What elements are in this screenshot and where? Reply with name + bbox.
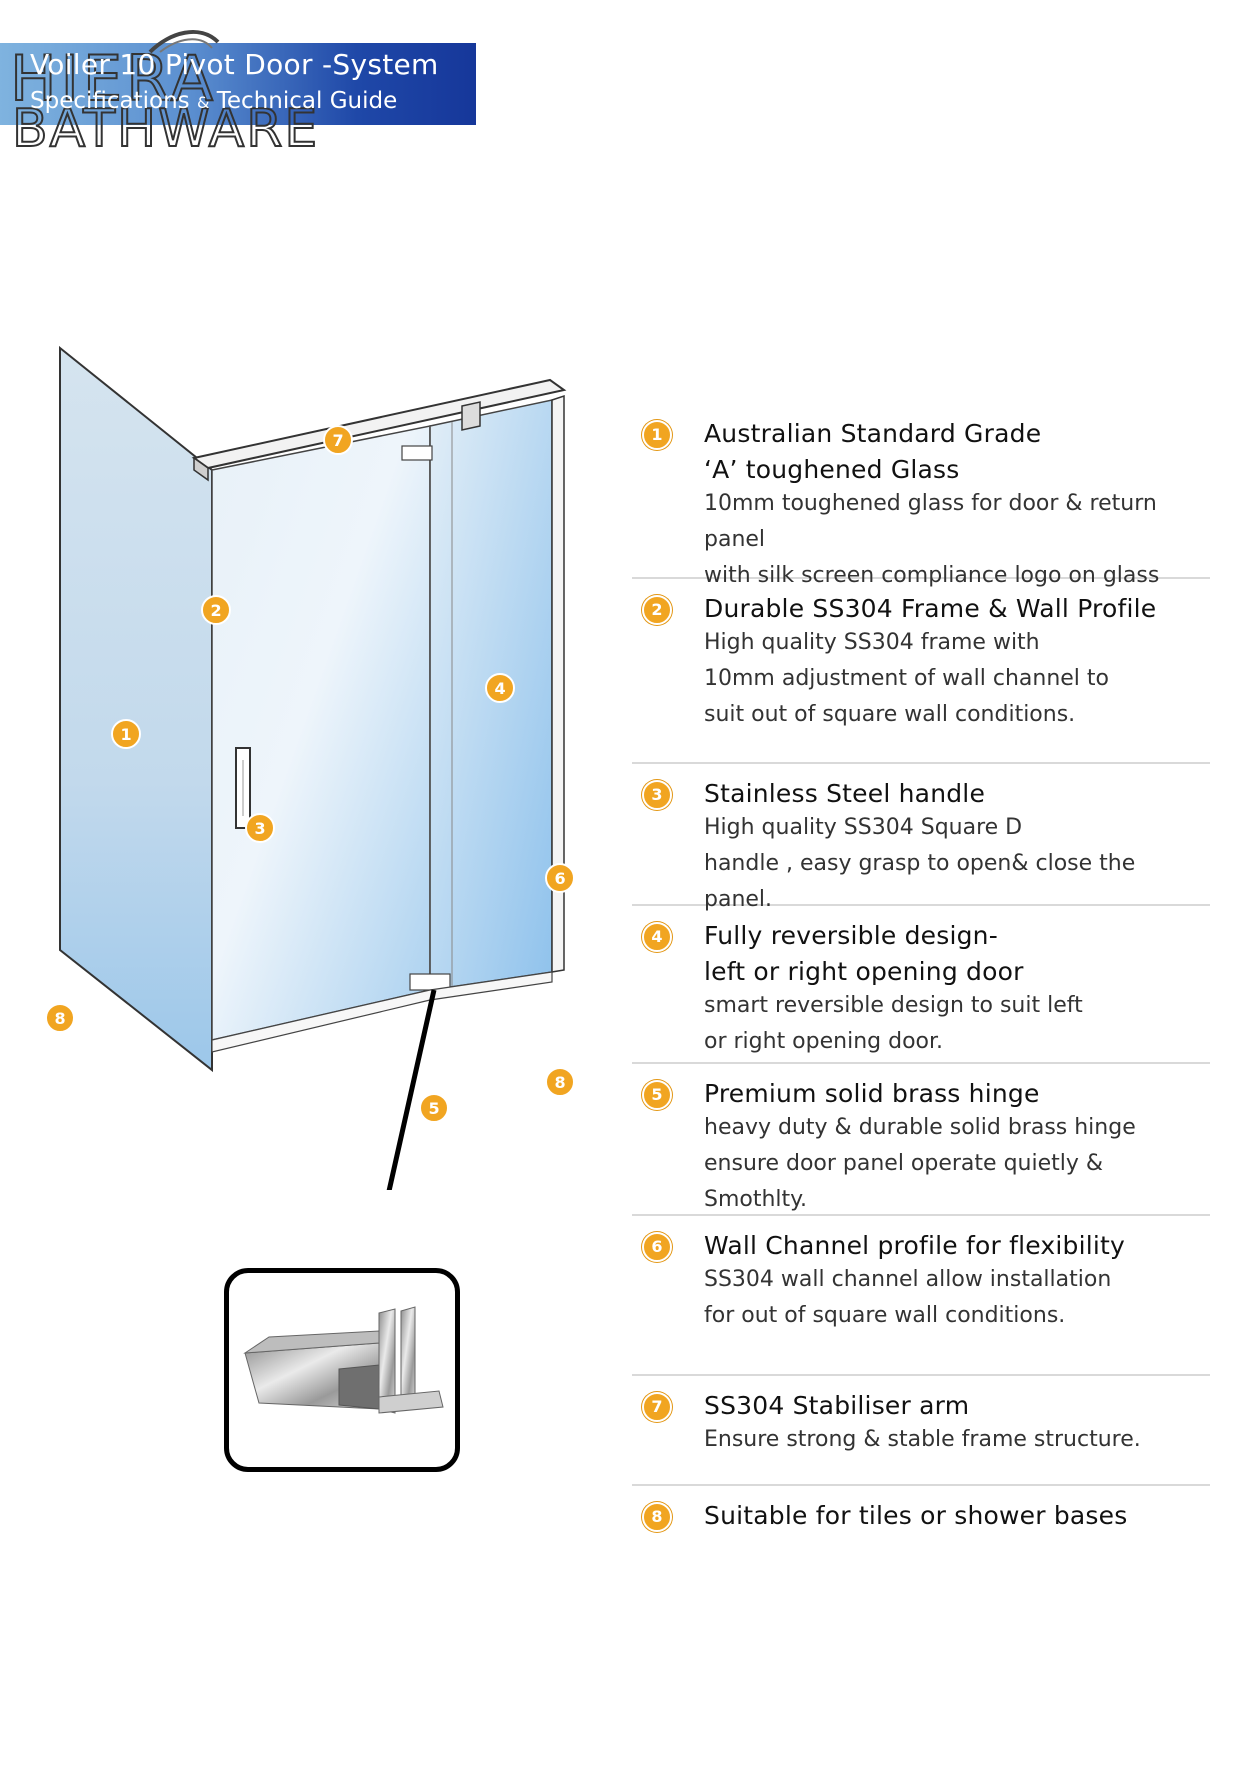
feature-description: Ensure strong & stable frame structure. — [704, 1427, 1141, 1452]
document-subtitle: Specifications & Technical Guide — [30, 88, 397, 114]
return-glass-panel — [59, 345, 213, 1073]
feature-item-7: 7 SS304 Stabiliser arm Ensure strong & s… — [632, 1376, 1210, 1486]
callout-circle-3 — [245, 813, 275, 843]
callout-badge-4: 4 — [485, 673, 515, 703]
hinge-slot — [338, 1364, 380, 1410]
feature-description: heavy duty & durable solid brass hinge e… — [704, 1115, 1136, 1212]
feature-number-badge: 5 — [642, 1080, 672, 1110]
header-banner — [0, 43, 476, 125]
callout-label-2: 2 — [210, 601, 221, 620]
logo-line-1: HIERA — [10, 42, 217, 115]
callout-circle-8-left — [45, 1003, 75, 1033]
callout-label-8-right: 8 — [554, 1073, 565, 1092]
callout-badge-5: 5 — [419, 1093, 449, 1123]
hinge-inset — [224, 1268, 460, 1472]
callout-circle-8-right — [545, 1067, 575, 1097]
callout-circle-1 — [111, 719, 141, 749]
callout-label-6: 6 — [554, 869, 565, 888]
wall-channel — [551, 394, 565, 973]
feature-description: High quality SS304 frame with 10mm adjus… — [704, 630, 1109, 727]
hinge-fin-1 — [378, 1308, 396, 1414]
callout-badge-1: 1 — [111, 719, 141, 749]
corner-clamp — [193, 456, 209, 482]
hinge-inset-image — [243, 1306, 444, 1414]
document-title: Voiler 10 Pivot Door -System — [30, 48, 439, 81]
callout-label-5: 5 — [428, 1099, 439, 1118]
subtitle-part-2: Technical Guide — [216, 88, 398, 114]
subtitle-ampersand: & — [196, 93, 210, 112]
door-glass-panel — [211, 425, 431, 1041]
callout-badges: 1 2 3 4 5 6 7 8 — [45, 425, 575, 1123]
feature-title: Fully reversible design- left or right o… — [704, 921, 1024, 986]
callout-circle-2 — [201, 595, 231, 625]
top-clamp — [461, 401, 481, 431]
top-hinge — [401, 445, 433, 461]
hinge-leader-line — [386, 989, 437, 1190]
callout-circle-4 — [485, 673, 515, 703]
feature-item-1: 1 Australian Standard Grade ‘A’ toughene… — [632, 404, 1210, 588]
feature-title: SS304 Stabiliser arm — [704, 1391, 970, 1420]
feature-title: Australian Standard Grade ‘A’ toughened … — [704, 419, 1042, 484]
callout-badge-3: 3 — [245, 813, 275, 843]
feature-title: Wall Channel profile for flexibility — [704, 1231, 1126, 1260]
feature-number-badge: 7 — [642, 1392, 672, 1422]
subtitle-part-1: Specifications — [30, 88, 190, 114]
callout-badge-8-left: 8 — [45, 1003, 75, 1033]
logo-line-2: BATHWARE — [12, 99, 319, 152]
feature-number-badge: 2 — [642, 595, 672, 625]
feature-list: 1 Australian Standard Grade ‘A’ toughene… — [632, 404, 1210, 1576]
feature-item-6: 6 Wall Channel profile for flexibility S… — [632, 1216, 1210, 1376]
feature-title: Durable SS304 Frame & Wall Profile — [704, 594, 1157, 623]
feature-description: SS304 wall channel allow installation fo… — [704, 1267, 1112, 1328]
feature-item-8: 8 Suitable for tiles or shower bases — [632, 1486, 1210, 1576]
callout-circle-7 — [323, 425, 353, 455]
logo-swoosh-inner — [159, 38, 213, 53]
feature-title: Stainless Steel handle — [704, 779, 986, 808]
feature-number-badge: 3 — [642, 780, 672, 810]
callout-badge-7: 7 — [323, 425, 353, 455]
feature-item-4: 4 Fully reversible design- left or right… — [632, 906, 1210, 1064]
callout-label-3: 3 — [254, 819, 265, 838]
feature-item-5: 5 Premium solid brass hinge heavy duty &… — [632, 1064, 1210, 1216]
callout-label-7: 7 — [332, 431, 343, 450]
callout-circle-6 — [545, 863, 575, 893]
base-frame — [211, 971, 553, 1053]
feature-number-badge: 8 — [642, 1502, 672, 1532]
callout-badge-8-right: 8 — [545, 1067, 575, 1097]
callout-badge-2: 2 — [201, 595, 231, 625]
feature-description: High quality SS304 Square D handle , eas… — [704, 815, 1136, 912]
feature-description: smart reversible design to suit left or … — [704, 993, 1083, 1054]
feature-number-badge: 6 — [642, 1232, 672, 1262]
feature-number-badge: 1 — [642, 420, 672, 450]
logo-swoosh — [148, 29, 220, 54]
shower-diagram: 1 2 3 4 5 6 7 8 — [45, 345, 575, 1190]
callout-circle-5 — [419, 1093, 449, 1123]
hinge-base-plate — [378, 1390, 444, 1414]
callout-label-1: 1 — [120, 725, 131, 744]
callout-label-4: 4 — [494, 679, 505, 698]
callout-badge-6: 6 — [545, 863, 575, 893]
feature-item-3: 3 Stainless Steel handle High quality SS… — [632, 764, 1210, 912]
feature-title: Suitable for tiles or shower bases — [704, 1501, 1128, 1530]
logo-watermark: HIERA BATHWARE — [9, 29, 319, 152]
feature-item-2: 2 Durable SS304 Frame & Wall Profile Hig… — [632, 579, 1210, 764]
feature-description: 10mm toughened glass for door & return p… — [704, 491, 1160, 588]
feature-number-badge: 4 — [642, 922, 672, 952]
feature-title: Premium solid brass hinge — [704, 1079, 1040, 1108]
callout-label-8-left: 8 — [54, 1009, 65, 1028]
